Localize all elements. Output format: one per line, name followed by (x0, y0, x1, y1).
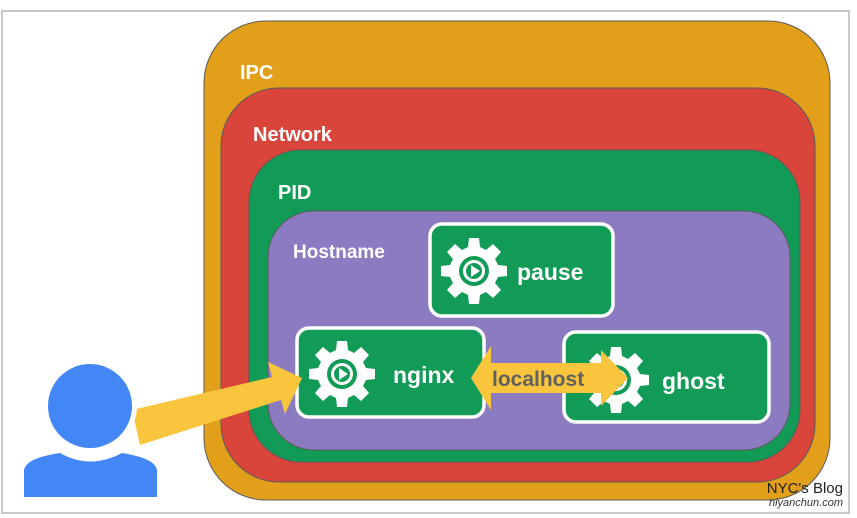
double-arrow-icon (471, 346, 628, 410)
localhost-label: localhost (492, 368, 584, 391)
ghost-label: ghost (662, 368, 725, 394)
nginx-label: nginx (393, 362, 455, 388)
user-icon (24, 359, 157, 497)
pid-label: PID (278, 182, 311, 204)
container-pause: pause (428, 222, 615, 318)
ipc-label: IPC (240, 62, 273, 84)
pause-label: pause (517, 259, 583, 285)
localhost-arrow: localhost (471, 346, 628, 410)
network-label: Network (253, 124, 333, 146)
user-access-arrow (132, 362, 302, 445)
watermark-title: NYC's Blog (766, 480, 843, 497)
container-nginx: nginx (295, 326, 486, 419)
watermark-subtitle: niyanchun.com (769, 497, 843, 509)
hostname-label: Hostname (293, 242, 385, 263)
